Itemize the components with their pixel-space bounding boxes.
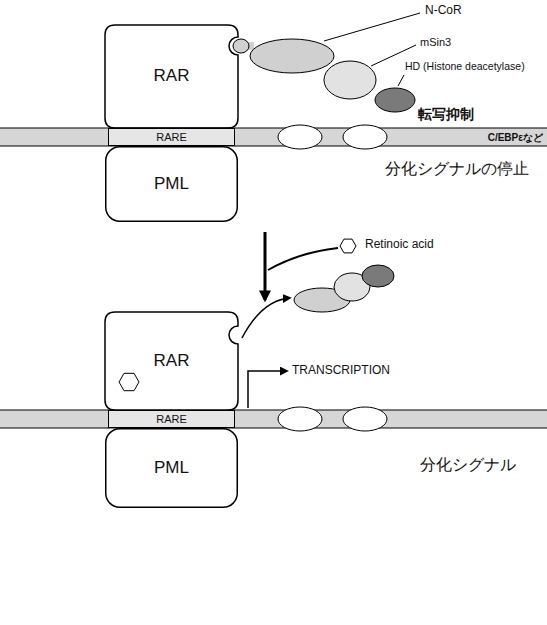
nucleosome — [343, 407, 387, 431]
state-label: 転写抑制 — [418, 106, 474, 122]
ncor-knob — [233, 39, 249, 53]
protein-label: HD (Histone deacetylase) — [405, 60, 525, 72]
receptor-shape — [105, 25, 238, 128]
dna-band-shape — [0, 128, 547, 146]
transcription-arrow — [248, 371, 287, 408]
node-text: PML — [154, 459, 189, 478]
rare-shape — [109, 411, 235, 428]
transcription-label: TRANSCRIPTION — [292, 364, 390, 378]
state-label: 分化シグナルの停止 — [385, 160, 529, 178]
response-element-box: RARE — [108, 410, 235, 428]
dna-band — [0, 410, 547, 428]
rare-shape — [109, 129, 235, 146]
ligand-line — [268, 248, 338, 270]
step-arrow — [264, 232, 267, 300]
receptor-box: RAR — [105, 312, 238, 410]
hd-blob — [375, 88, 415, 112]
dna-band: C/EBPεなど RARE — [0, 128, 547, 146]
node-text: RARE — [156, 413, 187, 425]
pml-shape — [106, 147, 238, 222]
pml-box: PML — [105, 146, 238, 222]
pml-shape — [106, 429, 238, 508]
ncor-blob — [250, 39, 334, 73]
receptor-box: RAR — [105, 25, 238, 128]
receptor-shape — [105, 312, 238, 410]
protein-label: mSin3 — [420, 36, 451, 49]
protein-label: N-CoR — [425, 4, 462, 18]
hd-blob — [362, 265, 394, 287]
node-text: C/EBPεなど — [488, 132, 543, 143]
node-text: RAR — [154, 352, 190, 371]
retinoic-acid-hexagon — [119, 373, 139, 390]
leader-line — [398, 75, 404, 86]
leader-line — [324, 13, 420, 41]
nucleosome — [278, 407, 322, 431]
nucleosome — [343, 125, 387, 149]
dna-band-outline — [0, 128, 547, 146]
pml-box: PML — [105, 428, 238, 508]
release-arrow — [242, 298, 290, 338]
node-text: RAR — [154, 67, 190, 86]
spacer — [130, 222, 131, 226]
node-text: PML — [154, 175, 189, 194]
retinoic-acid-hexagon — [340, 239, 356, 253]
msin3-blob — [324, 61, 376, 99]
ligand-label: Retinoic acid — [365, 238, 434, 252]
response-element-box: RARE — [108, 128, 235, 146]
node-text: RARE — [156, 131, 187, 143]
nucleosome — [278, 125, 322, 149]
state-label: 分化シグナル — [420, 456, 516, 474]
